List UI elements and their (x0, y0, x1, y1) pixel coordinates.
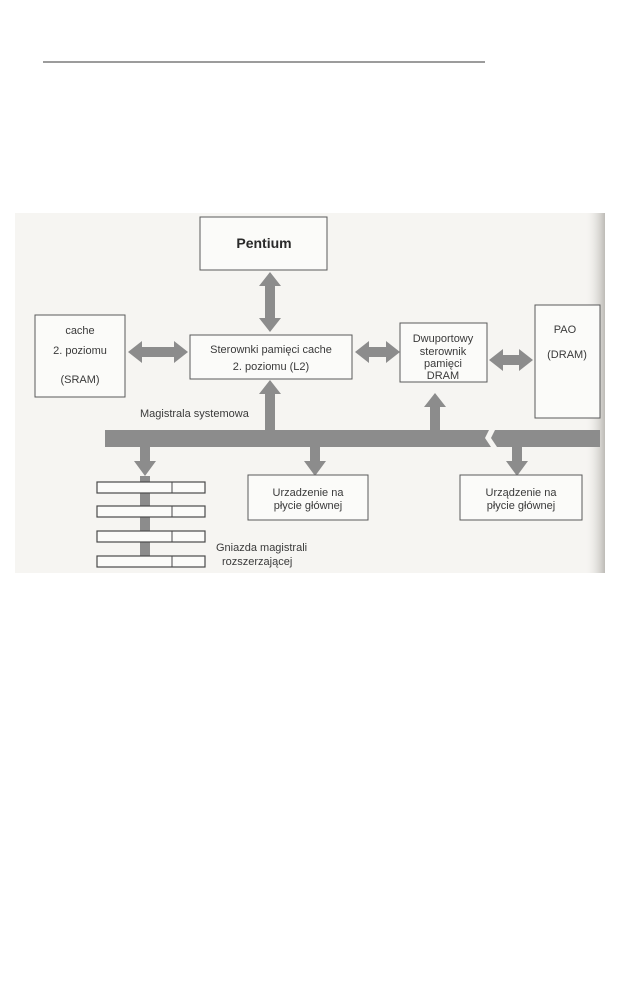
l2-controller-line-1: Sterownki pamięci cache (210, 344, 332, 356)
system-bus-bar-right (491, 430, 600, 447)
arrow-cpu-l2-controller (259, 272, 281, 332)
dram-controller-line-2: sterownik (420, 346, 467, 358)
arrow-l2-controller-dram-controller (355, 341, 400, 363)
arrow-bus-l2-controller (259, 380, 281, 431)
arrow-bus-dram-controller (424, 393, 446, 431)
expansion-slot (96, 481, 206, 494)
device-2-block: Urządzenie na płycie głównej (459, 474, 583, 521)
device-1-line-1: Urzadzenie na (273, 487, 345, 499)
cpu-box (199, 216, 328, 271)
l2-cache-line-3: (SRAM) (60, 374, 99, 386)
dram-controller-block: Dwuportowy sterownik pamięci DRAM (399, 322, 488, 383)
l2-controller-box (189, 334, 353, 380)
cpu-block: Pentium (199, 216, 328, 271)
dram-controller-line-3: pamięci (424, 358, 462, 370)
device-2-box (459, 474, 583, 521)
device-2-line-2: płycie głównej (487, 500, 555, 512)
l2-cache-line-1: cache (65, 325, 94, 337)
arrow-l2-cache-l2-controller (128, 341, 188, 363)
system-bus-bar-left (105, 430, 491, 447)
device-1-line-2: płycie głównej (274, 500, 342, 512)
device-1-box (247, 474, 369, 521)
expansion-slot (96, 555, 206, 568)
expansion-slot-body (96, 505, 206, 518)
expansion-slot (96, 530, 206, 543)
main-memory-block: PAO (DRAM) (534, 304, 601, 419)
device-2-line-1: Urządzenie na (486, 487, 558, 499)
expansion-slot-body (96, 481, 206, 494)
expansion-slots-line-1: Gniazda magistrali (216, 542, 307, 554)
device-1-block: Urzadzenie na płycie głównej (247, 474, 369, 521)
l2-cache-box (34, 314, 126, 398)
dram-controller-line-1: Dwuportowy (413, 333, 474, 345)
main-memory-line-2: (DRAM) (547, 349, 587, 361)
arrow-bus-device-2 (506, 447, 528, 476)
dram-controller-box (399, 322, 488, 383)
expansion-slot (96, 505, 206, 518)
expansion-slots-line-2: rozszerzającej (222, 556, 292, 568)
system-bus-label: Magistrala systemowa (140, 408, 250, 420)
l2-cache-line-2: 2. poziomu (53, 345, 107, 357)
expansion-slots-connector (140, 476, 150, 561)
expansion-slots-block: Gniazda magistrali rozszerzającej (96, 476, 307, 568)
l2-cache-block: cache 2. poziomu (SRAM) (34, 314, 126, 398)
l2-controller-block: Sterownki pamięci cache 2. poziomu (L2) (189, 334, 353, 380)
cpu-label: Pentium (236, 235, 291, 251)
dram-controller-line-4: DRAM (427, 370, 459, 382)
l2-controller-line-2: 2. poziomu (L2) (233, 361, 309, 373)
main-memory-line-1: PAO (554, 324, 577, 336)
expansion-slot-body (96, 555, 206, 568)
arrow-bus-device-1 (304, 447, 326, 476)
expansion-slot-body (96, 530, 206, 543)
arrow-dram-controller-main-memory (489, 349, 533, 371)
arrow-bus-expansion-slots (134, 447, 156, 476)
main-memory-box (534, 304, 601, 419)
